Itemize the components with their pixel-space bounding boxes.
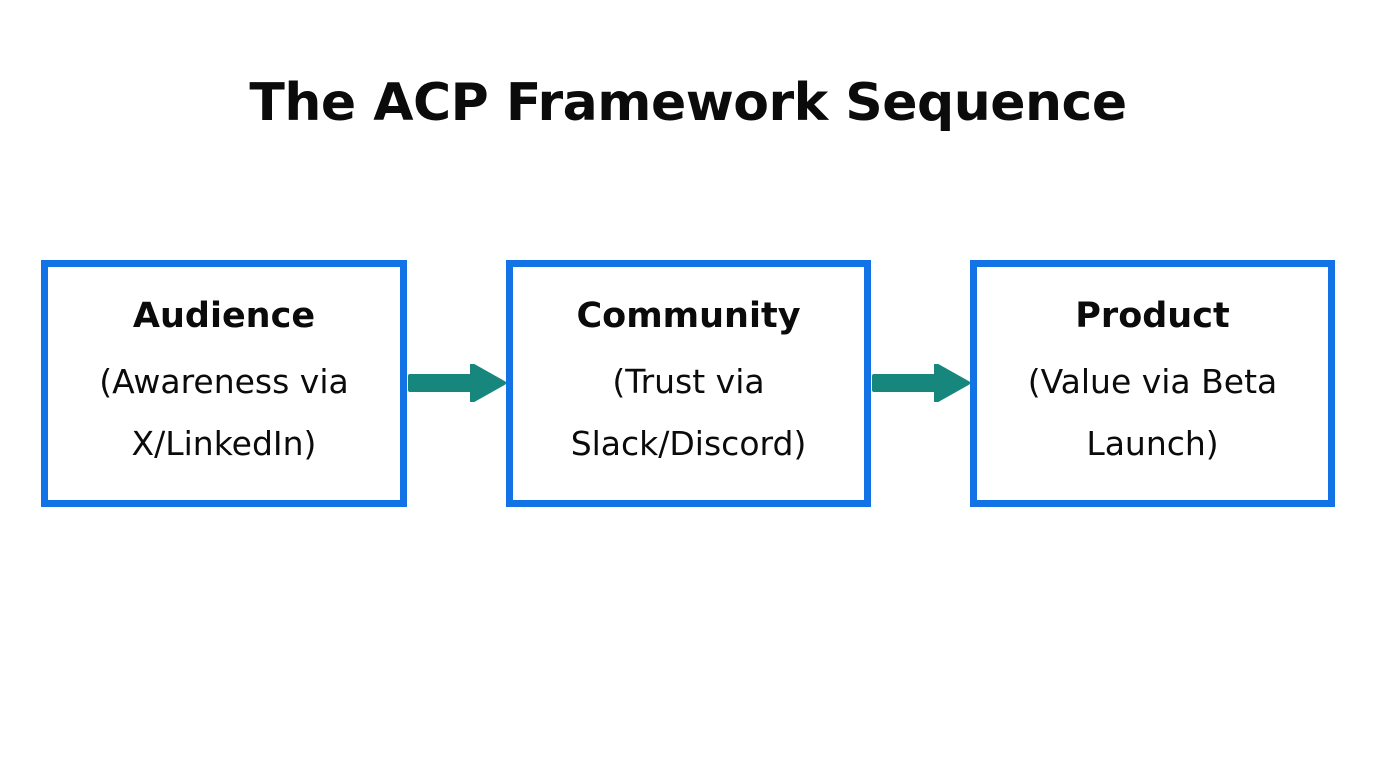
- node-product-subtitle-line-1: (Value via Beta: [1027, 361, 1278, 401]
- arrow-right-icon: [872, 363, 970, 403]
- node-audience-subtitle-line-1: (Awareness via: [99, 361, 349, 401]
- arrow-right-icon-audience-to-community: [408, 363, 506, 403]
- arrow-right-icon-community-to-product: [872, 363, 970, 403]
- arrow-right-icon: [408, 363, 506, 403]
- page-title: The ACP Framework Sequence: [249, 73, 1127, 133]
- node-product[interactable]: Product (Value via Beta Launch): [970, 260, 1335, 507]
- node-audience-subtitle: (Awareness via X/LinkedIn): [99, 351, 348, 475]
- node-audience-title: Audience: [132, 295, 316, 336]
- node-product-title: Product: [1075, 295, 1230, 336]
- flow-sequence: Audience (Awareness via X/LinkedIn) Comm…: [41, 260, 1335, 507]
- node-community-subtitle-line-2: Slack/Discord): [570, 423, 807, 463]
- node-community-subtitle-line-1: (Trust via: [612, 361, 765, 401]
- node-product-subtitle-line-2: Launch): [1086, 423, 1219, 463]
- node-audience-subtitle-line-2: X/LinkedIn): [131, 423, 317, 463]
- node-community-subtitle: (Trust via Slack/Discord): [571, 351, 807, 475]
- node-community[interactable]: Community (Trust via Slack/Discord): [506, 260, 871, 507]
- node-audience[interactable]: Audience (Awareness via X/LinkedIn): [41, 260, 407, 507]
- node-community-title: Community: [576, 295, 801, 336]
- node-product-subtitle: (Value via Beta Launch): [1028, 351, 1278, 475]
